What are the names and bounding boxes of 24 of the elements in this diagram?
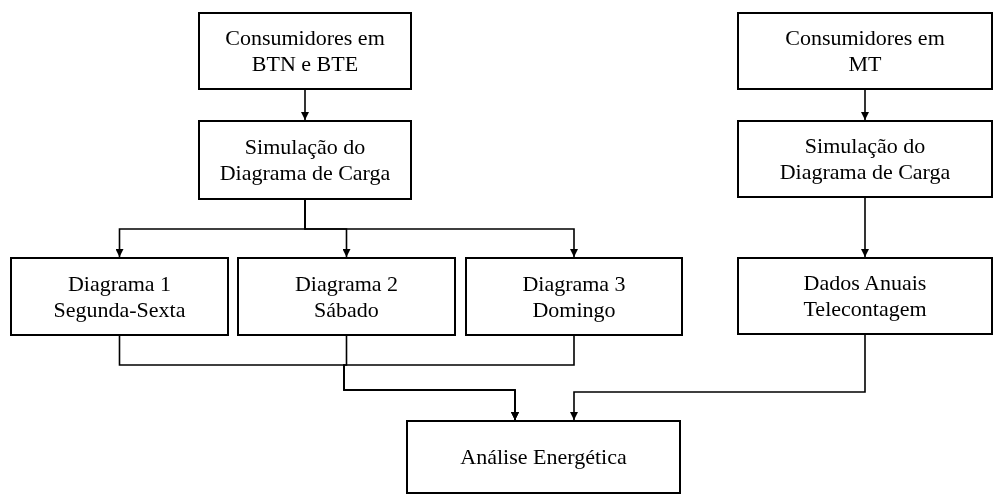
box-label: Análise Energética (460, 444, 627, 470)
process-box (10, 257, 229, 336)
process-box (737, 12, 993, 90)
box-label: Diagrama 3 Domingo (521, 270, 627, 323)
arrow (301, 89, 309, 121)
box-label: Consumidores em BTN e BTE (224, 25, 386, 77)
box-label: Dados Anuais Telecontagem (802, 270, 928, 322)
arrow (343, 335, 575, 421)
box-label: Consumidores em MT (784, 25, 946, 77)
arrow (304, 199, 578, 258)
process-box (198, 12, 412, 90)
box-label: Simulação do Diagrama de Carga (778, 133, 952, 185)
process-box (465, 257, 683, 336)
process-box (737, 120, 993, 198)
arrow (570, 334, 866, 421)
box-label: Diagrama 2 Sábado (293, 270, 400, 323)
process-box (198, 120, 412, 200)
arrow (861, 89, 869, 121)
box-label: Simulação do Diagrama de Carga (218, 134, 392, 186)
process-box (237, 257, 456, 336)
process-box (406, 420, 681, 494)
process-box (737, 257, 993, 335)
arrow (861, 197, 869, 258)
box-label: Diagrama 1 Segunda-Sexta (52, 270, 187, 323)
